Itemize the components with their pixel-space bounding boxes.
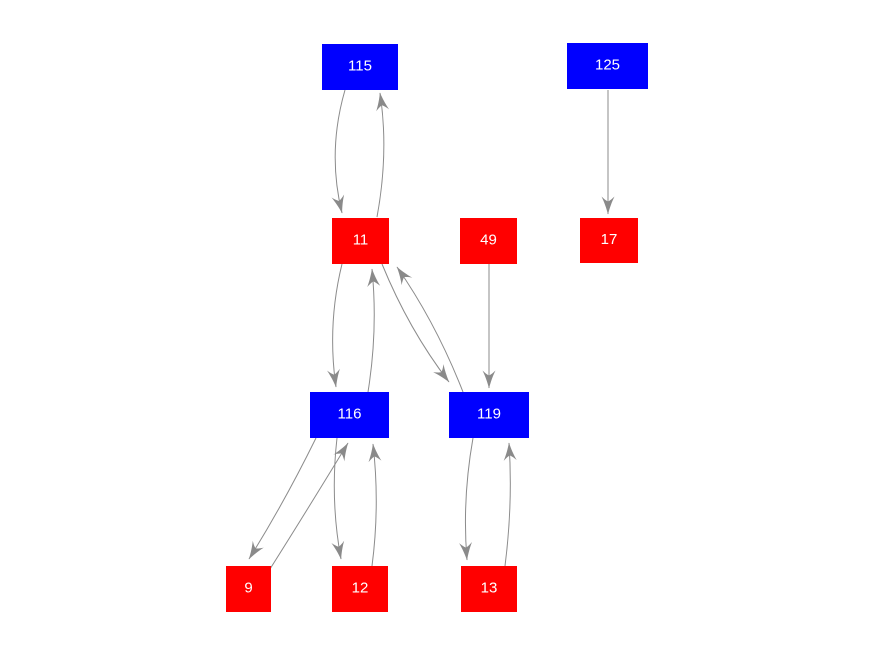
graph-node-116: 116	[310, 392, 389, 438]
node-rect-17	[580, 218, 638, 263]
graph-edge-116-12	[331, 437, 345, 560]
graph-edge-13-119	[503, 442, 517, 567]
node-label-119: 119	[477, 406, 501, 423]
graph-edge-116-11	[367, 268, 381, 393]
node-label-115: 115	[348, 58, 372, 75]
graph-node-12: 12	[332, 566, 388, 612]
node-rect-116	[310, 392, 389, 438]
node-label-49: 49	[480, 232, 497, 249]
node-label-116: 116	[338, 406, 362, 423]
graph-edge-9-116	[269, 442, 349, 570]
node-rect-49	[460, 218, 517, 264]
graph-node-13: 13	[461, 566, 517, 612]
node-label-125: 125	[595, 57, 620, 74]
nodes-layer: 115 125 11 49 17 116 119 9 12 13	[226, 43, 648, 612]
graph-node-115: 115	[322, 44, 398, 90]
node-label-9: 9	[244, 580, 252, 597]
graph-edge-115-11	[331, 89, 346, 214]
graph-edge-11-115	[376, 92, 390, 218]
graph-node-11: 11	[332, 218, 389, 264]
edges-layer	[248, 89, 615, 570]
graph-edge-11-119	[381, 263, 450, 383]
graph-edge-11-116	[327, 263, 343, 388]
node-label-13: 13	[481, 580, 498, 597]
graph-node-125: 125	[567, 43, 648, 89]
node-rect-119	[449, 392, 529, 438]
node-rect-115	[322, 44, 398, 90]
graph-node-17: 17	[580, 218, 638, 263]
node-label-11: 11	[353, 232, 369, 249]
node-rect-13	[461, 566, 517, 612]
graph-node-49: 49	[460, 218, 517, 264]
node-rect-9	[226, 566, 271, 612]
node-label-17: 17	[601, 231, 618, 248]
graph-node-9: 9	[226, 566, 271, 612]
graph-edge-12-116	[368, 443, 382, 567]
node-label-12: 12	[352, 580, 369, 597]
node-rect-11	[332, 218, 389, 264]
graph-node-119: 119	[449, 392, 529, 438]
graph-edge-119-11	[396, 266, 464, 393]
graph-edge-116-9	[248, 437, 317, 560]
graph-edge-119-13	[459, 437, 474, 561]
node-rect-125	[567, 43, 648, 89]
node-rect-12	[332, 566, 388, 612]
